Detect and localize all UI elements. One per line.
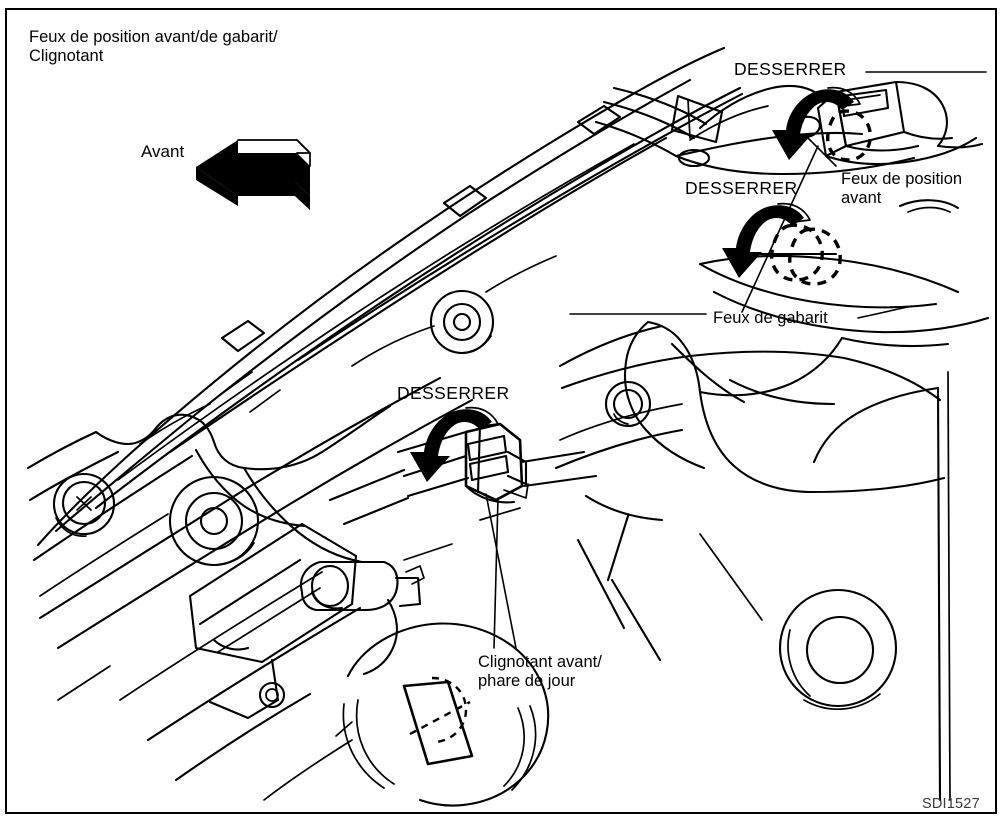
callout-clearance-lamp: Feux de gabarit — [713, 309, 828, 327]
bolt-hole-concentric-large — [168, 475, 260, 567]
callout-loosen-front-position: DESSERRER — [734, 59, 847, 79]
leader-lines — [485, 71, 987, 649]
bolt-hole-right-mid — [604, 380, 652, 428]
callout-front-position-lamp: Feux de position avant — [841, 170, 963, 208]
bolt-hole-upper-mid — [429, 289, 495, 355]
callout-loosen-turn-signal: DESSERRER — [397, 383, 510, 403]
turn-signal-connector — [328, 422, 598, 526]
right-fender-panel — [624, 199, 960, 802]
loosen-arrow-center — [410, 406, 499, 482]
callout-direction-avant: Avant — [141, 142, 185, 161]
loosen-arrow-upper — [772, 86, 861, 160]
mid-right-shelf — [554, 324, 942, 662]
callout-turn-signal-daytime-lamp: Clignotant avant/ phare de jour — [478, 653, 602, 691]
figure-title: Feux de position avant/de gabarit/ Clign… — [29, 28, 278, 66]
detail-lines — [57, 255, 557, 801]
upper-frame-rail — [36, 46, 744, 547]
figure-reference-code: SDI1527 — [922, 796, 980, 812]
bolt-hole-marked-x — [52, 472, 116, 537]
center-bracket-assembly — [188, 522, 425, 720]
loosen-arrow-middle — [722, 202, 811, 278]
callout-loosen-clearance: DESSERRER — [685, 178, 798, 198]
headlamp-bowl — [342, 622, 550, 807]
avant-direction-arrow — [196, 139, 311, 210]
bulb-dashed-outline-upper — [826, 109, 872, 162]
